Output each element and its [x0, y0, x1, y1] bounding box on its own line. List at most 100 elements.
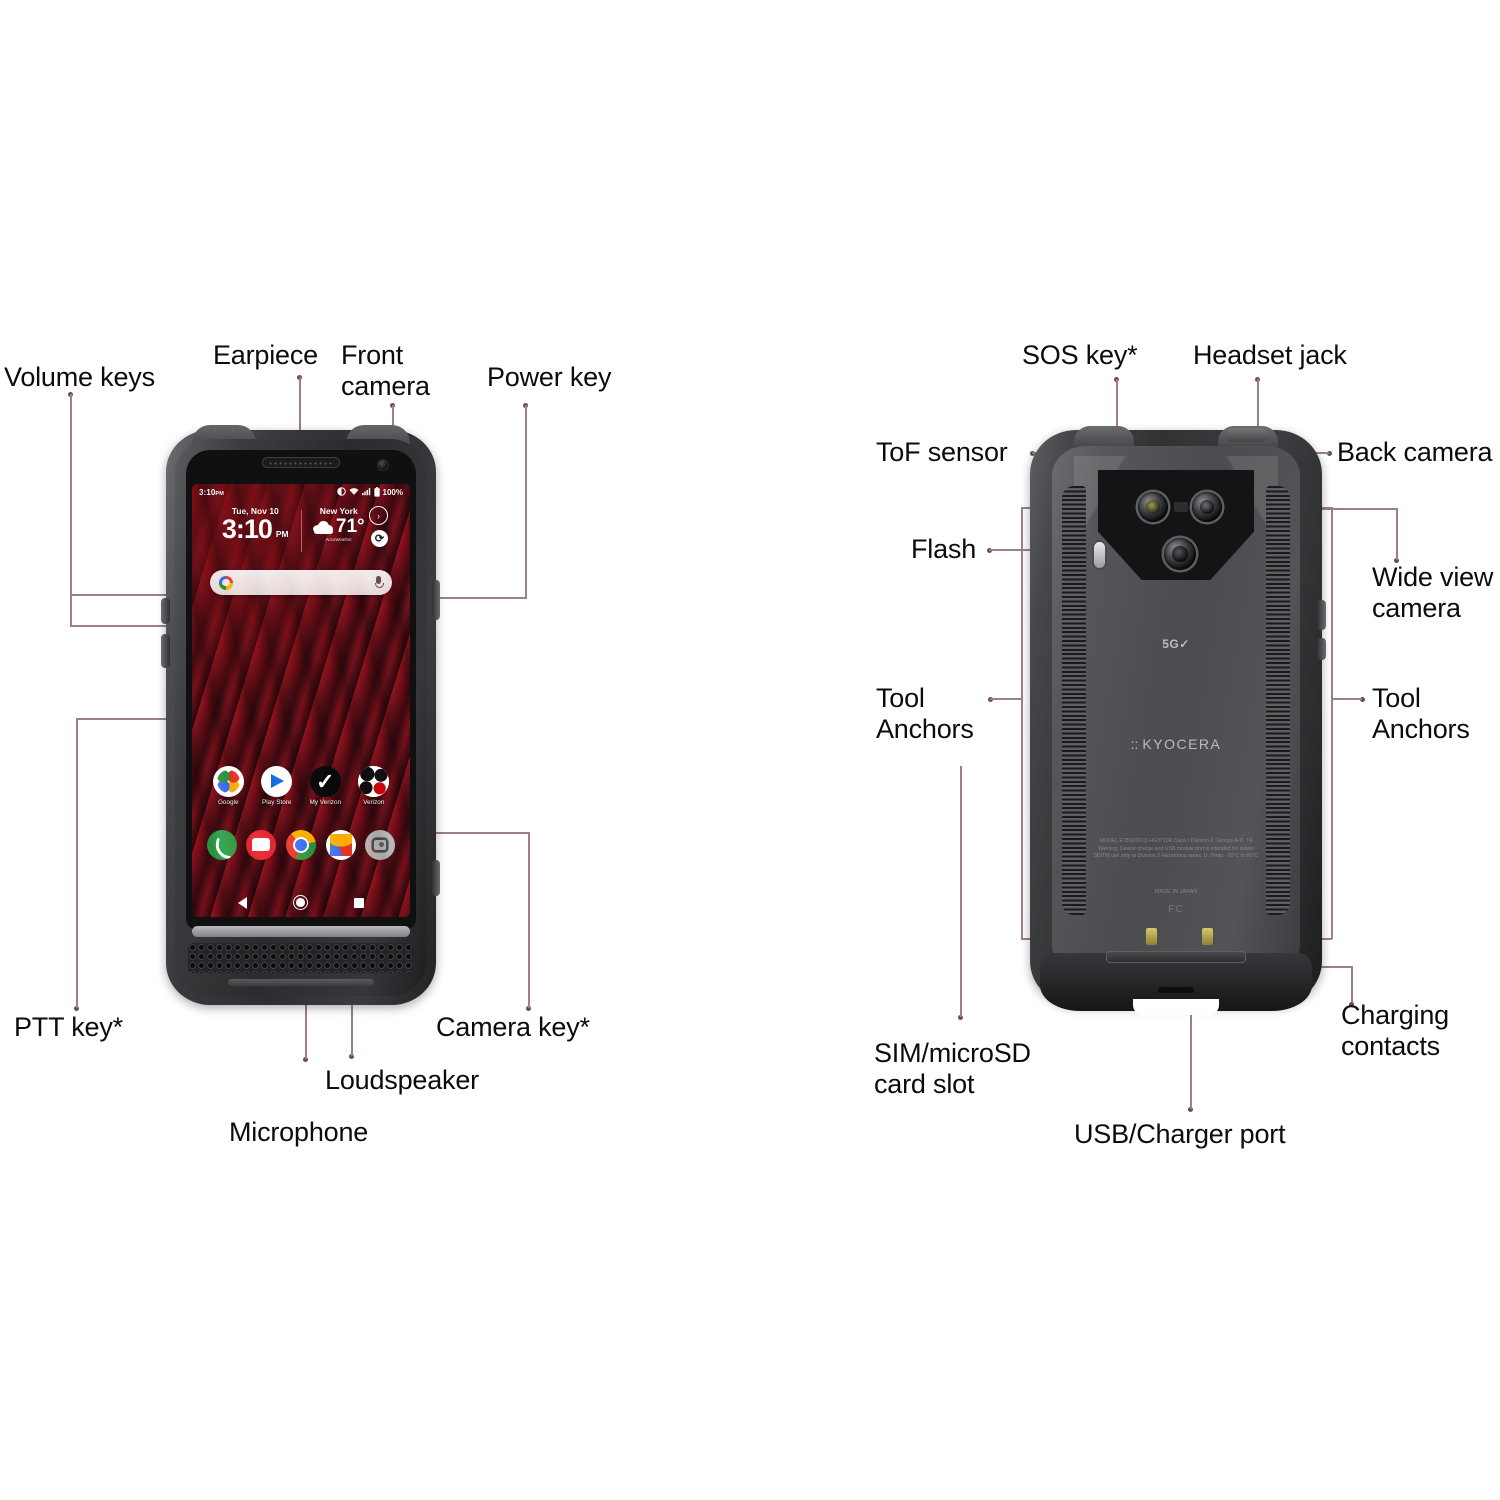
clock-weather-widget[interactable]: Tue, Nov 10 3:10 PM New York [192, 506, 410, 562]
back-side-key-upper[interactable] [1317, 600, 1326, 630]
earpiece [262, 457, 340, 468]
sensor-window [1174, 502, 1188, 512]
leader-line-tool-l-v [1021, 507, 1023, 939]
tof-sensor [1138, 492, 1168, 522]
brand-name: KYOCERA [1142, 736, 1222, 752]
loudspeaker-grille [188, 943, 414, 973]
microphone-icon[interactable] [374, 576, 385, 589]
phone-icon[interactable] [206, 830, 237, 860]
chrome-icon[interactable] [285, 830, 316, 860]
refresh-circle-icon[interactable]: ⟳ [371, 530, 388, 547]
label-back-camera: Back camera [1337, 437, 1493, 467]
leader-line-usb [1190, 1010, 1192, 1109]
tool-anchors-left [1062, 486, 1086, 915]
label-ptt-key: PTT key* [14, 1012, 123, 1042]
signal-icon [361, 487, 371, 498]
app-label: Verizon [363, 799, 385, 806]
usb-charger-port[interactable] [1158, 987, 1194, 993]
android-home-screen: 3:10PM [192, 484, 410, 917]
leader-line-volume-h1 [70, 594, 180, 596]
leader-dot-ptt [74, 1006, 79, 1011]
camera-icon[interactable] [365, 830, 396, 860]
leader-line-ptt-v [76, 718, 78, 1008]
network-badge: 5G✓ [1052, 636, 1300, 660]
status-time-suffix: PM [215, 491, 224, 497]
widget-time: 3:10 [221, 514, 273, 544]
regulatory-fine-print: MODEL E7810/DCQ-HG0710R Class I Division… [1093, 838, 1259, 860]
weather-section: New York 71° AccuWeather [306, 506, 389, 562]
leader-line-tool-r-bot [1314, 938, 1332, 940]
volume-up-key[interactable] [161, 598, 170, 624]
messages-icon[interactable] [246, 830, 277, 860]
app-verizon[interactable]: Verizon [353, 766, 395, 806]
navigation-bar [192, 895, 410, 910]
play-store-icon [261, 766, 293, 797]
app-google[interactable]: Google [207, 766, 249, 806]
back-triangle-icon[interactable] [238, 896, 247, 909]
google-search-bar[interactable] [210, 570, 392, 595]
camera-key[interactable] [432, 860, 440, 896]
app-dock [202, 830, 400, 860]
chevron-right-circle-icon[interactable]: › [369, 506, 388, 525]
photos-icon[interactable] [325, 830, 356, 860]
cloud-icon [312, 520, 335, 534]
app-my-verizon[interactable]: My Verizon [304, 766, 346, 806]
widget-divider [300, 510, 302, 552]
label-charging-contacts: Charging contacts [1341, 1000, 1449, 1062]
label-usb-charger-port: USB/Charger port [1074, 1119, 1286, 1149]
leader-dot-backcam [1327, 451, 1332, 456]
recents-square-icon[interactable] [354, 897, 364, 908]
sim-microsd-card-slot[interactable] [1106, 951, 1246, 963]
label-sim-microsd: SIM/microSD card slot [874, 1038, 1031, 1100]
weather-provider: AccuWeather [325, 537, 352, 542]
leader-line-power-h [432, 597, 527, 599]
widget-city: New York [319, 506, 358, 516]
leader-line-loudspeaker [351, 1003, 353, 1056]
label-front-camera: Front camera [341, 340, 430, 402]
leader-dot-tool-right [1360, 697, 1365, 702]
verizon-icon [358, 766, 390, 797]
leader-line-ptt-h [76, 718, 176, 720]
status-time-value: 3:10 [199, 488, 216, 497]
leader-dot-loudspeaker [349, 1054, 354, 1059]
app-play-store[interactable]: Play Store [256, 766, 298, 806]
leader-line-wide-v [1396, 508, 1398, 560]
leader-line-volume-v [70, 394, 72, 626]
label-tof-sensor: ToF sensor [876, 437, 1008, 467]
phone-display[interactable]: 3:10PM [192, 484, 410, 917]
front-camera [378, 460, 388, 470]
leader-dot-microphone [303, 1057, 308, 1062]
phone-front-shell: 3:10PM [161, 425, 440, 1005]
back-side-key-lower[interactable] [1317, 638, 1326, 660]
widget-ampm: PM [275, 528, 289, 539]
label-power-key: Power key [487, 362, 612, 392]
phone-back-shell: 5G✓ ::KYOCERA MODEL E7810/DCQ-HG0710R Cl… [1030, 426, 1326, 1015]
tool-anchors-right [1266, 486, 1290, 915]
wide-view-camera [1164, 538, 1196, 570]
network-badge-check: ✓ [1179, 637, 1190, 651]
brand-logo: ::KYOCERA [1052, 736, 1300, 752]
my-verizon-icon [309, 766, 341, 797]
leader-dot-contacts [1349, 1002, 1354, 1007]
leader-line-camkey-v [528, 832, 530, 1008]
google-folder-icon [212, 766, 244, 797]
leader-line-sim [960, 766, 962, 1017]
leader-line-camkey-h [432, 832, 530, 834]
flash [1094, 542, 1105, 568]
back-camera [1192, 492, 1222, 522]
widget-temp-row: 71° [306, 517, 389, 536]
label-microphone: Microphone [229, 1117, 369, 1147]
leader-line-earpiece [299, 377, 301, 462]
headset-jack[interactable] [1226, 428, 1268, 442]
label-wide-view-camera: Wide view camera [1372, 562, 1494, 624]
leader-line-headset [1257, 379, 1259, 449]
leader-line-tool-r-v [1331, 507, 1333, 939]
app-row: Google Play Store My Verizon Verizo [204, 766, 398, 806]
widget-temperature: 71° [335, 516, 365, 537]
power-key[interactable] [432, 580, 440, 620]
label-volume-keys: Volume keys [4, 362, 155, 392]
phone-bottom-edge [1040, 951, 1312, 1015]
home-circle-icon[interactable] [293, 895, 308, 910]
volume-down-key[interactable] [161, 634, 170, 668]
leader-line-tool-r-top [1314, 507, 1332, 509]
